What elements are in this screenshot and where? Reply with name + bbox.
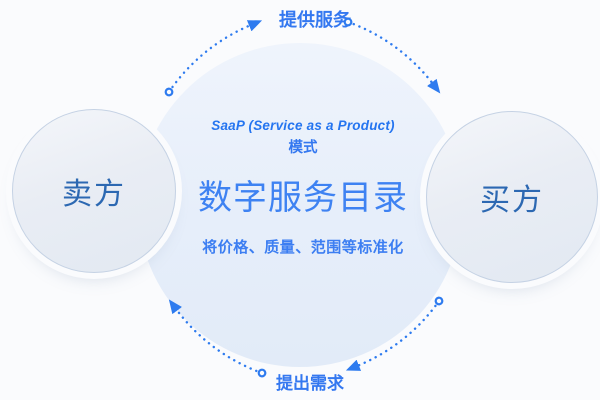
seller-circle: 卖方 [12, 109, 176, 273]
saap-subtitle-cn: 模式 [288, 140, 318, 156]
buyer-circle: 买方 [426, 111, 598, 283]
buyer-label: 买方 [480, 184, 544, 217]
top-flow-label: 提供服务 [279, 10, 351, 30]
saap-subtitle-en: SaaP (Service as a Product) [211, 118, 395, 133]
diagram-title: 数字服务目录 [198, 179, 408, 217]
bottom-flow-label: 提出需求 [276, 374, 344, 393]
diagram-description: 将价格、质量、范围等标准化 [202, 239, 404, 256]
center-text-block: SaaP (Service as a Product) 模式 数字服务目录 将价… [148, 118, 458, 257]
seller-label: 卖方 [62, 178, 126, 211]
